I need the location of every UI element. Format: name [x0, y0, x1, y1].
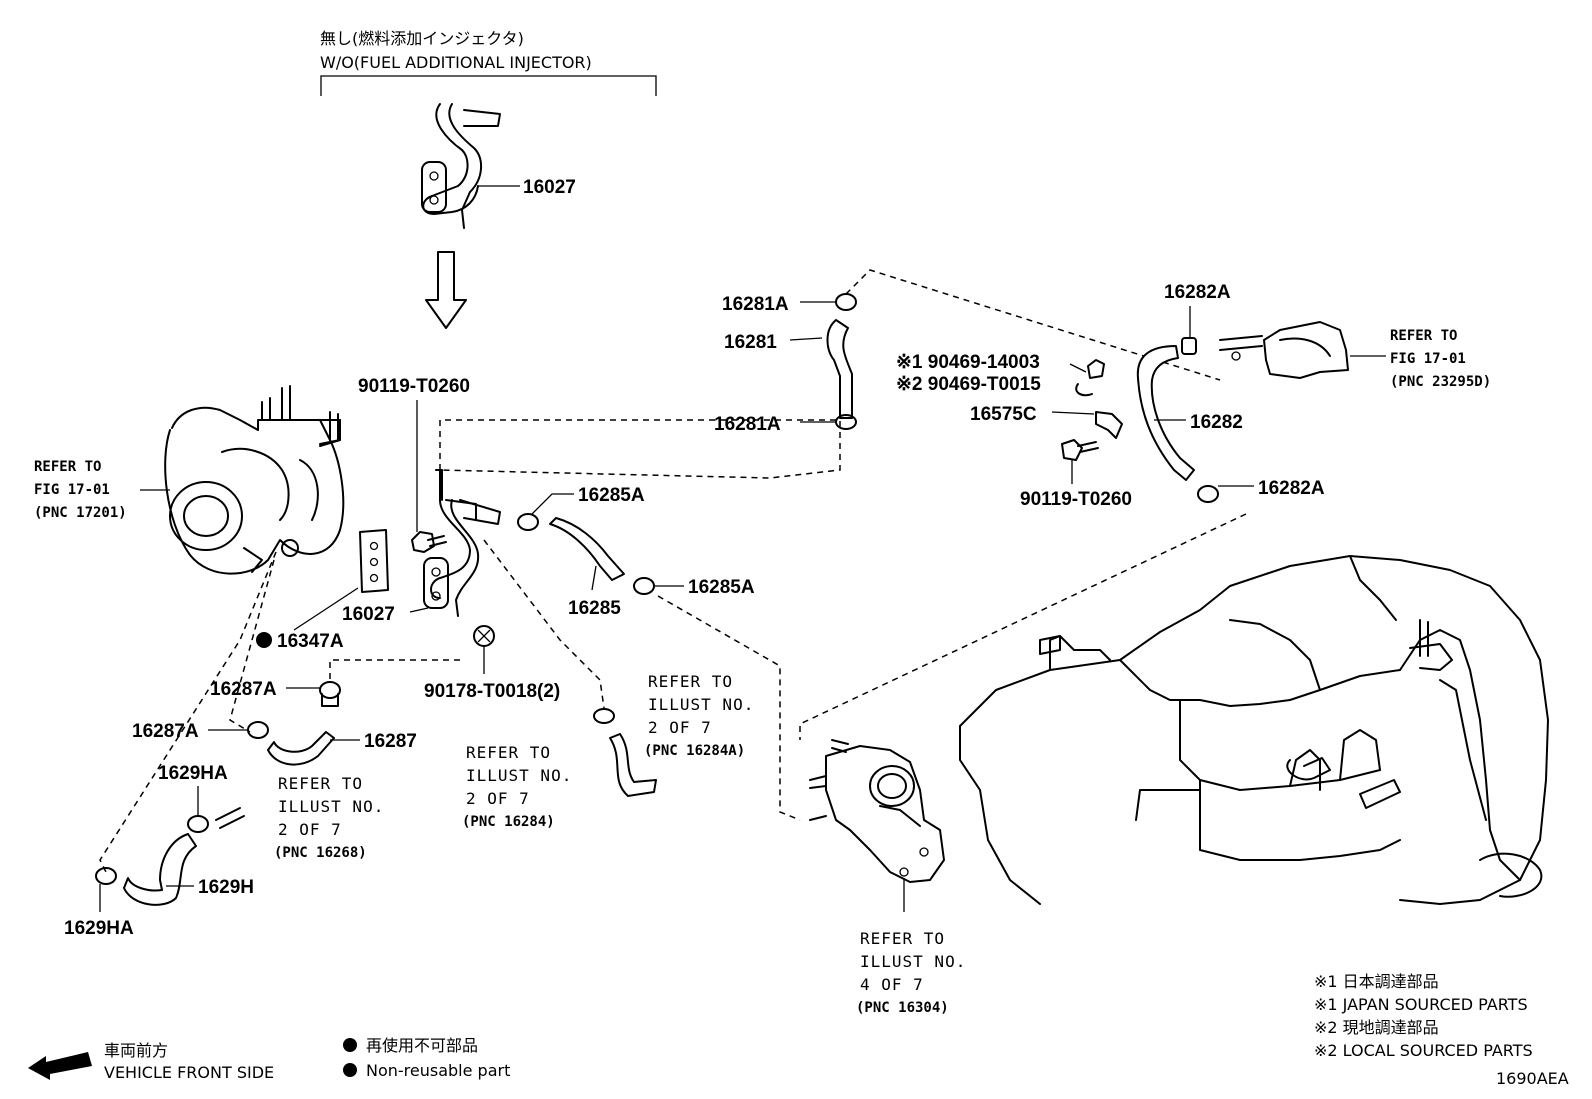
svg-text:ILLUST NO.: ILLUST NO.: [278, 797, 384, 816]
refer-16304: REFER TO ILLUST NO. 4 OF 7 (PNC 16304): [856, 929, 966, 1016]
callout-16285A-b: 16285A: [688, 577, 755, 598]
svg-text:(PNC 16284A): (PNC 16284A): [644, 743, 745, 759]
callout-90119-T0260-a: 90119-T0260: [358, 376, 470, 397]
figure-code: 1690AEA: [1496, 1069, 1569, 1088]
dashed-link-top: [439, 419, 841, 479]
svg-text:(PNC 16268): (PNC 16268): [274, 845, 367, 861]
wo-bracket: [320, 75, 657, 96]
callout-16027-top: 16027: [523, 177, 576, 198]
non-reusable-dot-icon: [256, 632, 272, 648]
hose-16284A-drawing: [593, 708, 657, 797]
svg-text:REFER TO: REFER TO: [648, 672, 733, 691]
clip-16287A-a-drawing: [286, 681, 341, 707]
svg-text:REFER TO: REFER TO: [860, 929, 945, 948]
svg-text:ILLUST NO.: ILLUST NO.: [466, 766, 572, 785]
callout-16281: 16281: [724, 332, 777, 353]
refer-left: REFER TO FIG 17-01 (PNC 17201): [34, 459, 127, 521]
callout-1629HA-a: 1629HA: [158, 763, 228, 784]
callout-16287A-b: 16287A: [132, 721, 199, 742]
callout-16285A-a: 16285A: [578, 485, 645, 506]
dashed-link-16281A: [845, 269, 1221, 381]
svg-text:(PNC 23295D): (PNC 23295D): [1390, 374, 1491, 390]
svg-text:(PNC 16304): (PNC 16304): [856, 1000, 949, 1016]
svg-text:(PNC 16284): (PNC 16284): [462, 814, 555, 830]
refer-16268: REFER TO ILLUST NO. 2 OF 7 (PNC 16268): [274, 774, 384, 861]
callout-90119-T0260-b: 90119-T0260: [1020, 489, 1132, 510]
non-reusable-legend-dot2-icon: [343, 1063, 357, 1077]
callout-16282A-b: 16282A: [1258, 478, 1325, 499]
legend-non-reusable: 再使用不可部品 Non-reusable part: [343, 1036, 510, 1080]
down-arrow-icon: [425, 251, 467, 329]
callout-16282: 16282: [1190, 412, 1243, 433]
svg-text:FIG 17-01: FIG 17-01: [34, 482, 110, 498]
front-label-en: VEHICLE FRONT SIDE: [104, 1063, 274, 1082]
refer-16284A: REFER TO ILLUST NO. 2 OF 7 (PNC 16284A): [644, 672, 754, 759]
legend-notes: ※1 日本調達部品 ※1 JAPAN SOURCED PARTS ※2 現地調達…: [1314, 972, 1569, 1088]
water-outlet-drawing: [809, 739, 945, 912]
svg-text:(PNC 17201): (PNC 17201): [34, 505, 127, 521]
wo-header: 無し(燃料添加インジェクタ) W/O(FUEL ADDITIONAL INJEC…: [320, 29, 657, 96]
callout-16287: 16287: [364, 731, 417, 752]
svg-text:ILLUST NO.: ILLUST NO.: [648, 695, 754, 714]
wo-label-jp: 無し(燃料添加インジェクタ): [320, 29, 524, 48]
svg-text:ILLUST NO.: ILLUST NO.: [860, 952, 966, 971]
vehicle-front-arrow-icon: [28, 1052, 92, 1080]
front-label-jp: 車両前方: [104, 1041, 168, 1060]
pipe-16027-middle-drawing: [409, 469, 501, 617]
callout-90469-14003: ※1 90469-14003: [896, 352, 1040, 373]
pipe-16027-top-drawing: [421, 103, 520, 229]
non-reusable-jp: 再使用不可部品: [366, 1036, 478, 1055]
engine-block-drawing: [959, 555, 1549, 905]
legend-front-side: 車両前方 VEHICLE FRONT SIDE: [28, 1041, 274, 1082]
hose-16282-drawing: [1136, 306, 1254, 503]
hose-16287-drawing: [208, 721, 360, 766]
callout-1629HA-b: 1629HA: [64, 918, 134, 939]
gasket-16347A-drawing: [293, 529, 389, 631]
svg-text:2 OF 7: 2 OF 7: [466, 789, 530, 808]
callout-90178: 90178-T0018(2): [424, 681, 560, 702]
callout-16285: 16285: [568, 598, 621, 619]
svg-text:REFER TO: REFER TO: [1390, 328, 1457, 344]
callout-90469-T0015: ※2 90469-T0015: [896, 374, 1041, 395]
bolt-90119-drawing: [411, 400, 447, 553]
vacuum-pump-drawing: [164, 385, 345, 575]
callout-16281A-b: 16281A: [714, 414, 781, 435]
dashed-link-16287A-b: [229, 559, 275, 733]
svg-text:REFER TO: REFER TO: [278, 774, 363, 793]
egr-part-drawing: [1219, 321, 1386, 379]
callout-1629H: 1629H: [198, 877, 254, 898]
dashed-link-16285: [657, 595, 801, 821]
svg-text:REFER TO: REFER TO: [34, 459, 101, 475]
svg-text:REFER TO: REFER TO: [466, 743, 551, 762]
svg-text:2 OF 7: 2 OF 7: [648, 718, 712, 737]
non-reusable-en: Non-reusable part: [366, 1061, 510, 1080]
refer-16284: REFER TO ILLUST NO. 2 OF 7 (PNC 16284): [462, 743, 572, 830]
callout-16287A-a: 16287A: [210, 679, 277, 700]
svg-text:4 OF 7: 4 OF 7: [860, 975, 924, 994]
hose-1629H-drawing: [95, 786, 245, 912]
callout-16027: 16027: [342, 604, 395, 625]
callout-16347A: 16347A: [277, 631, 344, 652]
callout-16282A-a: 16282A: [1164, 282, 1231, 303]
svg-text:FIG 17-01: FIG 17-01: [1390, 351, 1466, 367]
note2-en: ※2 LOCAL SOURCED PARTS: [1314, 1041, 1533, 1060]
callout-16575C: 16575C: [970, 404, 1037, 425]
hose-16285-drawing: [517, 493, 684, 595]
svg-text:2 OF 7: 2 OF 7: [278, 820, 342, 839]
callout-16281A-a: 16281A: [722, 294, 789, 315]
hose-16281-drawing: [789, 293, 857, 430]
note1-en: ※1 JAPAN SOURCED PARTS: [1314, 995, 1528, 1014]
dashed-link-16287A: [329, 659, 460, 680]
note1-jp: ※1 日本調達部品: [1314, 972, 1439, 991]
wo-label-en: W/O(FUEL ADDITIONAL INJECTOR): [320, 53, 592, 72]
note2-jp: ※2 現地調達部品: [1314, 1018, 1439, 1037]
refer-right: REFER TO FIG 17-01 (PNC 23295D): [1390, 328, 1491, 390]
bracket-16575C-drawing: [1051, 359, 1123, 484]
non-reusable-legend-dot-icon: [343, 1038, 357, 1052]
nut-90178-drawing: [473, 625, 495, 674]
